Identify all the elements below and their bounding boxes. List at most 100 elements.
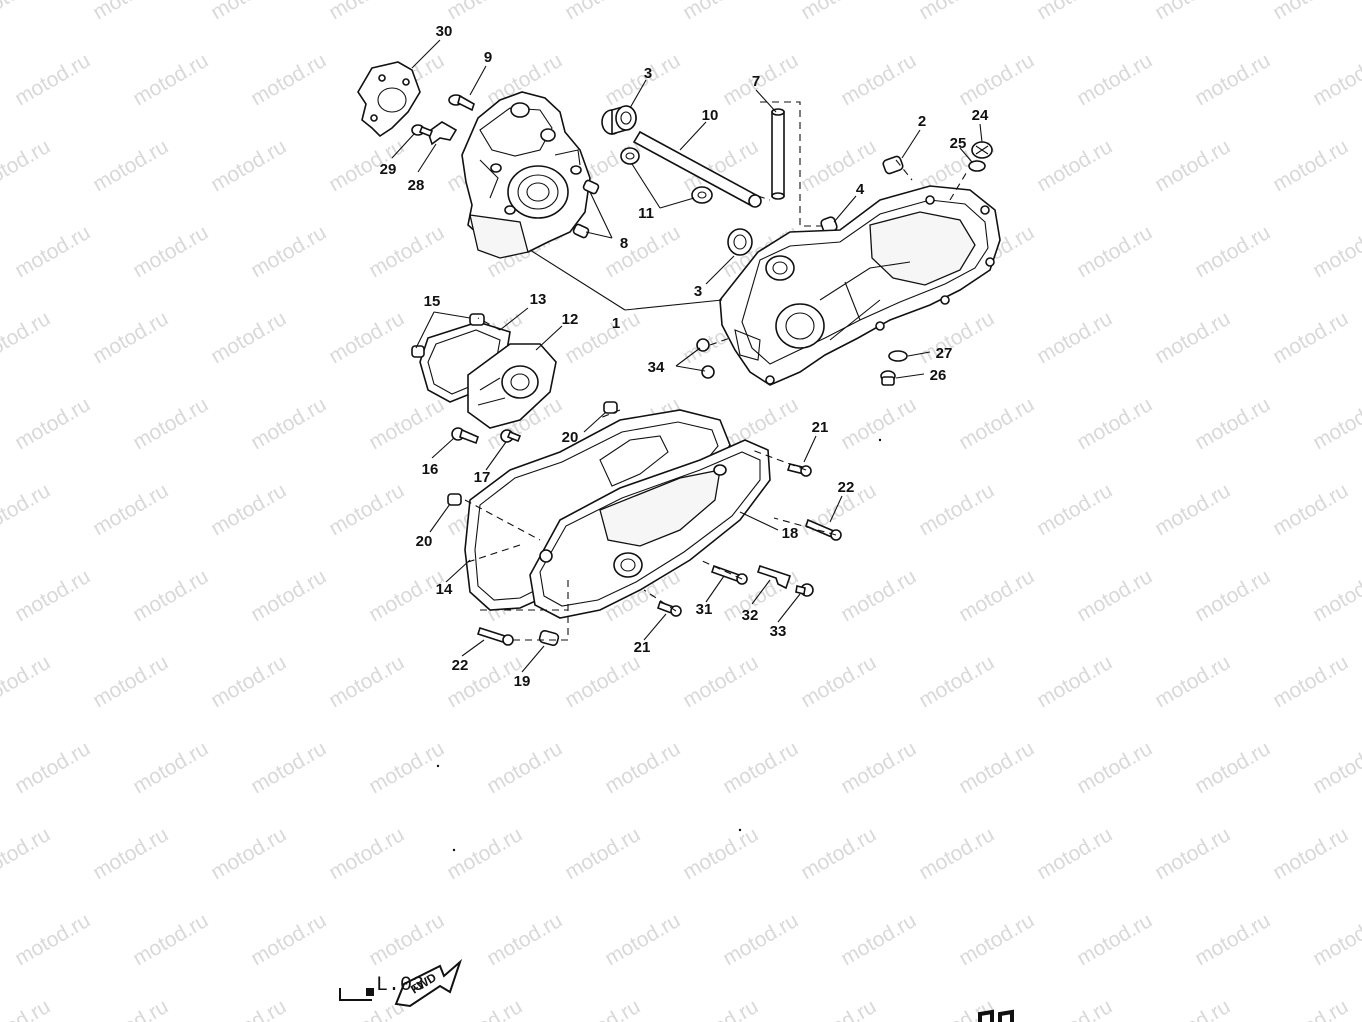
watermark-text: motod.ru [207,651,290,712]
watermark-text: motod.ru [0,135,54,196]
watermark-text: motod.ru [1269,823,1352,884]
watermark-text: motod.ru [207,823,290,884]
watermark-text: motod.ru [915,307,998,368]
watermark-text: motod.ru [1191,221,1274,282]
callout-c19: 19 [514,673,531,690]
alignment-lines [464,101,969,641]
watermark-text: motod.ru [1269,651,1352,712]
callout-c25: 25 [950,135,967,152]
watermark-text: motod.ru [247,221,330,282]
watermark-text: motod.ru [247,393,330,454]
print-specks [436,438,882,852]
callout-c29: 29 [380,161,397,178]
callout-c17: 17 [474,469,491,486]
watermark-text: motod.ru [1151,995,1234,1022]
watermark-text: motod.ru [89,651,172,712]
watermark-text: motod.ru [955,737,1038,798]
watermark-text: motod.ru [207,0,290,24]
right-crankcase-half [719,185,1001,386]
watermark-text: motod.ru [129,393,212,454]
watermark-text: motod.ru [11,393,94,454]
watermark-text: motod.ru [0,0,54,24]
watermark-text: motod.ru [89,307,172,368]
part-30-plate [357,61,421,138]
watermark-text: motod.ru [601,909,684,970]
watermark-text: motod.ru [915,479,998,540]
watermark-text: motod.ru [1191,737,1274,798]
part-3-bearing-lower [727,228,753,256]
watermark-text: motod.ru [365,393,448,454]
watermark-text: motod.ru [11,737,94,798]
watermark-text: motod.ru [1191,393,1274,454]
watermark-text: motod.ru [0,651,54,712]
watermark-text: motod.ru [247,909,330,970]
callout-c22b: 22 [452,657,469,674]
watermark-text: motod.ru [1151,651,1234,712]
callout-c9: 9 [484,49,492,66]
watermark-text: motod.ru [1151,823,1234,884]
watermark-text: motod.ru [561,0,644,24]
watermark-text: motod.ru [955,393,1038,454]
watermark-text: motod.ru [443,0,526,24]
callout-c32: 32 [742,607,759,624]
watermark-text: motod.ru [1151,0,1234,24]
callout-c4: 4 [856,181,865,198]
watermark-text: motod.ru [955,49,1038,110]
watermark-text: motod.ru [1033,823,1116,884]
watermark-text: motod.ru [1269,307,1352,368]
part-18-cover [529,439,771,619]
watermark-text: motod.ru [325,307,408,368]
watermark-text: motod.ru [797,651,880,712]
watermark-text: motod.ru [601,221,684,282]
callout-c15: 15 [424,293,441,310]
watermark-text: motod.ru [601,49,684,110]
watermark-text: motod.ru [1073,565,1156,626]
part-12-cover [467,343,557,429]
watermark-text: motod.ru [561,995,644,1022]
watermark-text: motod.ru [365,221,448,282]
left-crankcase-half [461,91,591,259]
watermark-text: motod.ru [1269,479,1352,540]
part-3-bearing-upper [601,105,637,136]
watermark-text: motod.ru [719,49,802,110]
part-17-bolt [500,429,522,443]
watermark-text: motod.ru [719,737,802,798]
part-28-clip [427,121,458,146]
watermark-text: motod.ru [0,307,54,368]
callout-c13: 13 [530,291,547,308]
watermark-text: motod.ru [129,737,212,798]
watermark-text: motod.ru [207,995,290,1022]
watermark-text: motod.ru [1309,221,1362,282]
watermark-text: motod.ru [11,909,94,970]
watermark-text: motod.ru [11,49,94,110]
part-29-bolt [411,124,434,138]
watermark-text: motod.ru [797,823,880,884]
callout-c1: 1 [612,315,620,332]
watermark-text: motod.ru [679,823,762,884]
callout-c21b: 21 [634,639,651,656]
watermark-text: motod.ru [325,0,408,24]
callout-c14: 14 [436,581,453,598]
watermark-text: motod.ru [719,393,802,454]
watermark-text: motod.ru [797,0,880,24]
watermark-text: motod.ru [1033,995,1116,1022]
part-27-washer [888,350,908,362]
watermark-text: motod.ru [0,479,54,540]
watermark-text: motod.ru [837,909,920,970]
watermark-text: motod.ru [1073,909,1156,970]
part-33-bolt [795,583,814,597]
part-8-dowels [572,179,600,239]
watermark-text: motod.ru [247,49,330,110]
part-20-dowels [447,401,618,506]
watermark-text: motod.ru [207,135,290,196]
callout-c34: 34 [648,359,665,376]
watermark-text: motod.ru [1309,909,1362,970]
watermark-text: motod.ru [1309,737,1362,798]
watermark-text: motod.ru [1033,307,1116,368]
part-24-plug [971,141,993,159]
part-19-dowel [538,629,560,647]
watermark-text: motod.ru [1191,909,1274,970]
watermark-text: motod.ru [797,995,880,1022]
